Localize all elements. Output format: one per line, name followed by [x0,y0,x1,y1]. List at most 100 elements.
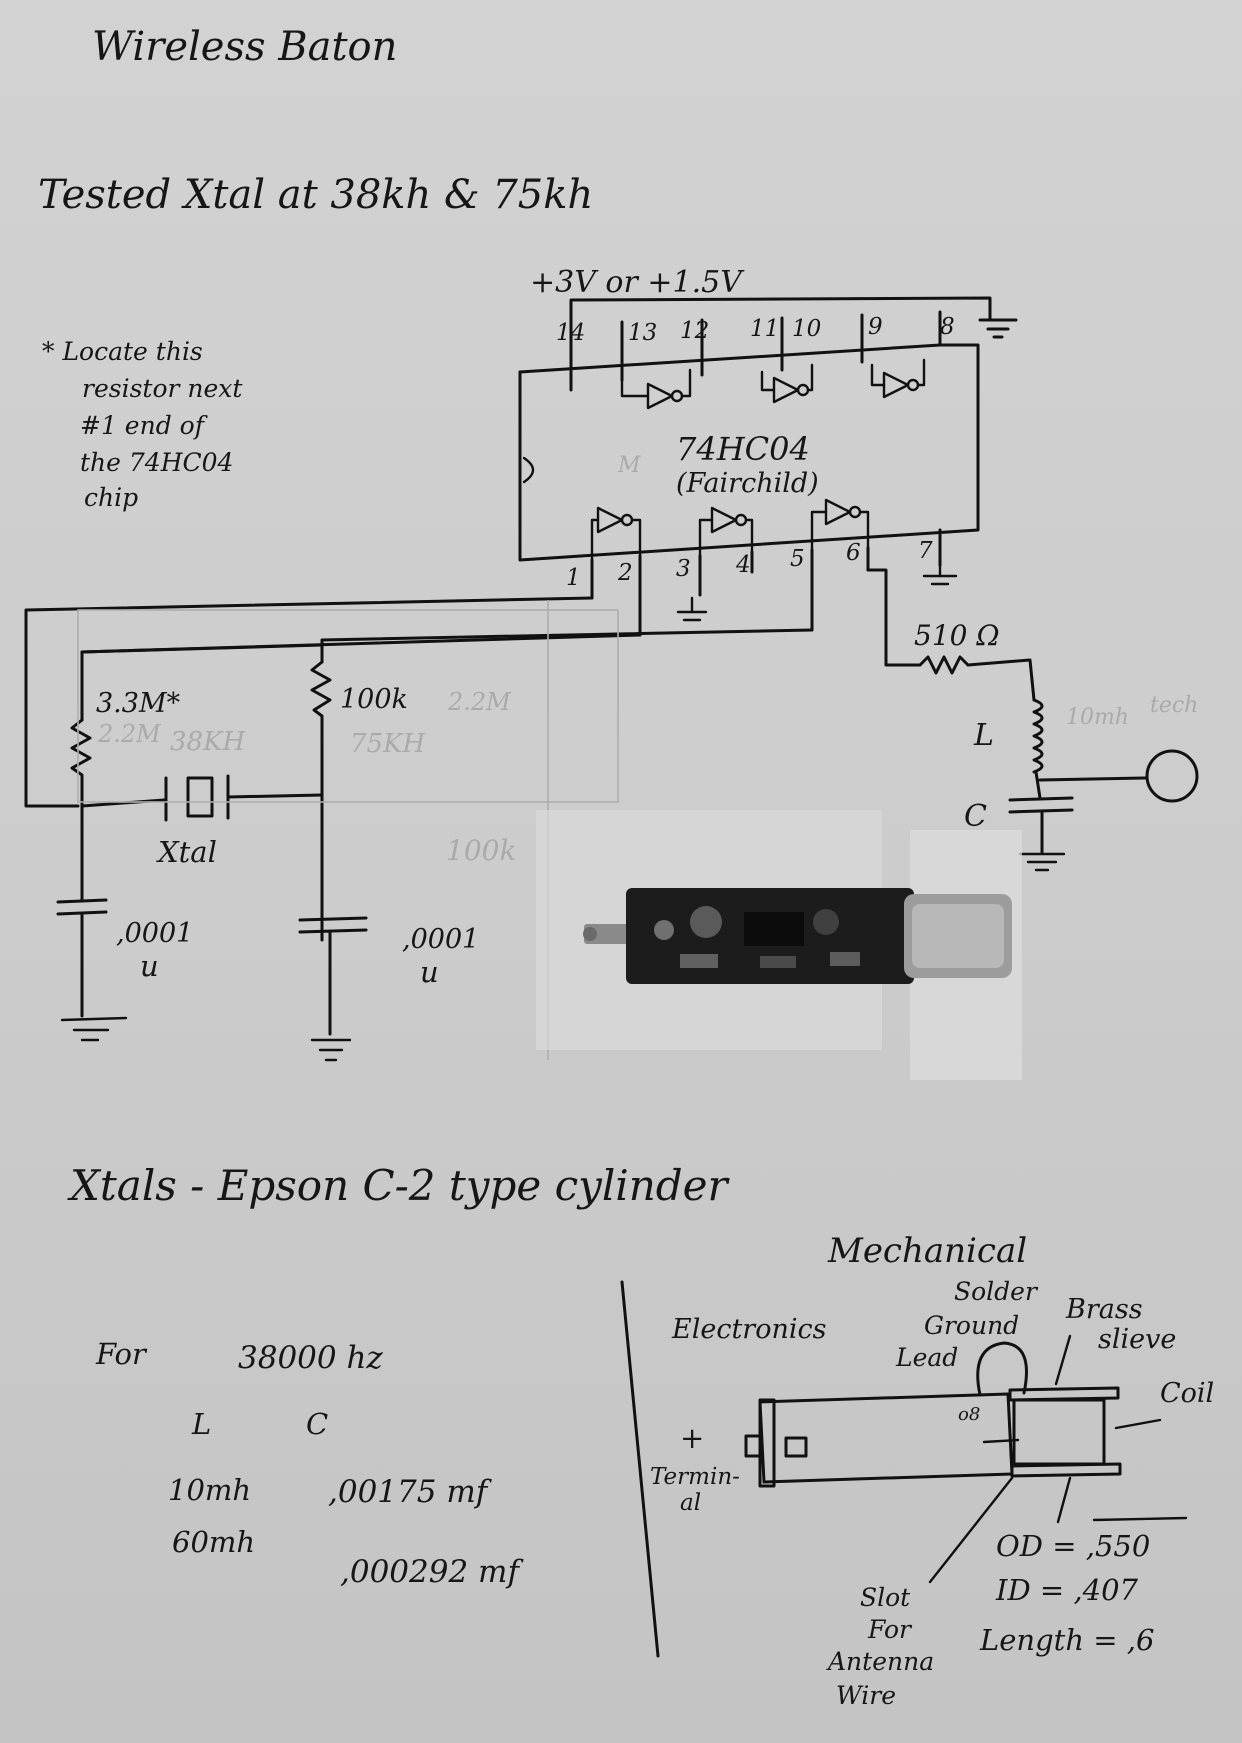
faint-label: 100k [446,834,516,867]
inverter-gate [698,506,754,558]
ground-symbol [60,1016,128,1042]
bias-resistor-label: 3.3M* [96,688,181,719]
board-component [760,956,796,968]
pin-number: 2 [617,560,633,586]
inductor-label: L [973,718,994,753]
lc-row-l: 60mh [172,1525,255,1559]
cap-right-unit: u [420,955,439,989]
chip-faint-mark: M [617,453,641,478]
inductor [1032,698,1044,774]
brass-sleeve-highlight [912,904,1004,968]
overline [1092,1516,1188,1522]
board-component [830,952,860,966]
xtals-note: Xtals - Epson C-2 type cylinder [67,1161,730,1210]
antenna-wire [1038,776,1148,782]
pin-number: 4 [735,552,751,578]
locate-note-line: * Locate this [42,337,203,366]
chip-name: 74HC04 [676,430,810,468]
inverter-gate [590,506,642,562]
chip-notch [522,456,535,484]
output-circuit: 510 Ω L C 10mh tech [866,568,1199,872]
pin-number: 1 [566,565,581,591]
page-title: Wireless Baton [92,24,397,70]
terminal-tab [784,1436,808,1458]
output-resistor [918,655,970,675]
lc-frequency: 38000 hz [238,1340,383,1376]
mechanical-sketch: Mechanical Electronics Solder Ground Lea… [650,1231,1214,1710]
pointer-arrow [1056,1476,1072,1524]
faint-label: 10mh [1066,705,1129,730]
wire-resistor-coil [966,658,1036,702]
pin-number: 5 [790,546,805,572]
vcc-rail [569,296,992,327]
feedback-alt-label: 75KH [350,729,427,759]
ground-symbol [676,596,708,622]
solder-dot: o8 [958,1404,980,1425]
lc-col-c: C [306,1407,328,1441]
mech-slot-label: Wire [836,1681,896,1710]
mech-slot-label: For [867,1615,913,1644]
feedback-alt-value: 2.2M [447,688,512,716]
mech-slot-label: Antenna [826,1647,934,1676]
ground-symbol [1018,852,1066,872]
cap-left-value: ,0001 [116,918,193,949]
ground-symbol [310,1038,352,1062]
inverter-gate [810,498,870,552]
output-resistor-label: 510 Ω [914,619,1000,652]
xtal-label: Xtal [156,835,217,869]
mech-terminal-label: al [680,1490,701,1516]
wire-pin6 [320,628,814,664]
pointer-arrow [928,1476,1014,1584]
section-divider [620,1280,660,1658]
bias-alt-value: 2.2M [97,720,162,748]
wire-pin1 [24,596,594,808]
capacitor-label: C [964,799,987,834]
lc-row-c: ,00175 mf [328,1474,493,1510]
pin-number: 6 [846,540,861,566]
lc-row-l: 10mh [168,1473,251,1507]
wire-pin6-out [866,568,922,667]
pin-number: 7 [918,538,933,564]
locate-note-line: chip [84,483,138,512]
mech-slot-label: Slot [860,1583,911,1612]
lc-col-l: L [191,1407,211,1441]
coil-body [1012,1398,1106,1466]
mech-od: OD = ,550 [996,1529,1150,1563]
mech-terminal-label: Termin- [650,1464,740,1490]
cap-left-unit: u [140,949,159,983]
board-component [813,909,839,935]
faint-label: tech [1150,693,1198,718]
cap-right-plate [298,916,368,922]
sleeve-bottom [1010,1462,1122,1478]
chip-maker: (Fairchild) [676,468,819,499]
power-label: +3V or +1.5V [530,265,745,300]
ground-lead [976,1341,1028,1397]
cap-right-plate [298,928,368,934]
board-component [654,920,674,940]
faint-erased-lines [77,609,619,803]
pin-number: 9 [868,314,883,340]
sleeve-top [1008,1386,1120,1402]
board-component [690,906,722,938]
output-cap-plate [1008,796,1074,802]
oscillator-circuit: 3.3M* 2.2M 38KH 100k 2.2M 75KH Xtal ,000… [24,596,814,1062]
tested-note: Tested Xtal at 38kh & 75kh [38,172,593,218]
xtal-body [186,776,214,818]
locate-note-line: resistor next [82,374,243,403]
pin-number: 3 [676,556,691,582]
mech-brass-label: Brass [1065,1294,1143,1325]
baton-board-photo [536,810,1022,1080]
pointer-arrow [1114,1418,1162,1430]
mech-length: Length = ,6 [979,1623,1154,1657]
chip-74hc04: M 74HC04 (Fairchild) 14 13 12 11 10 9 8 [518,296,1018,637]
wire-bias-join [80,643,324,654]
mech-coil-label: Coil [1160,1378,1214,1409]
brass-pin [584,924,632,944]
slot-mark [982,1438,1020,1444]
pin-number: 14 [556,320,585,346]
pin-number: 12 [680,318,709,344]
pin-number: 13 [628,320,657,346]
bias-resistor [70,718,92,808]
